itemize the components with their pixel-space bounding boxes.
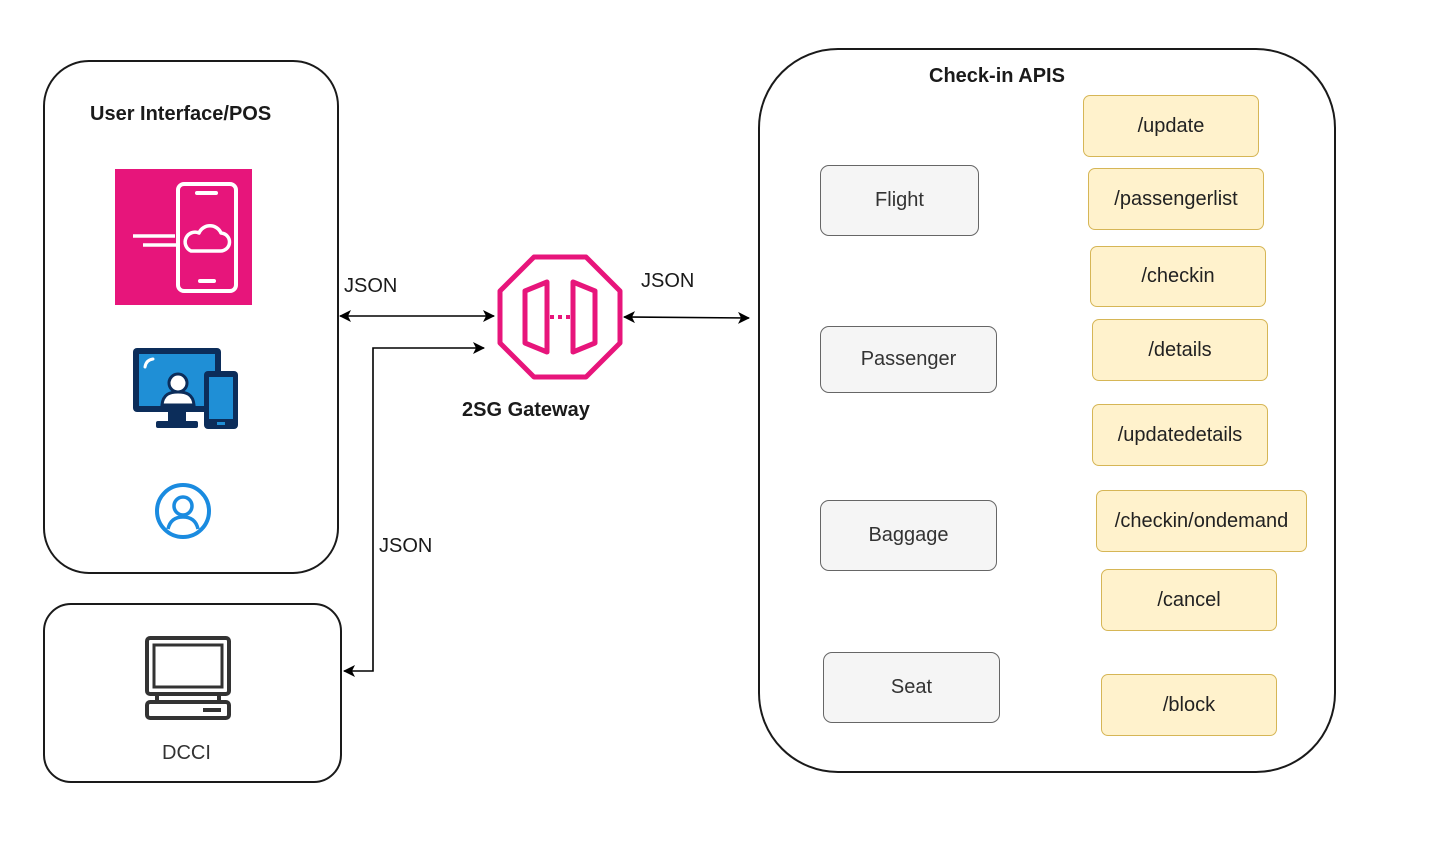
edge-gateway-apis — [623, 311, 750, 324]
checkin-apis-title: Check-in APIS — [929, 65, 1065, 87]
ui-pos-panel — [43, 60, 339, 574]
endpoint-cancel[interactable]: /cancel — [1101, 569, 1277, 631]
json-label-ui: JSON — [344, 275, 398, 297]
endpoint-checkin-ondemand[interactable]: /checkin/ondemand — [1096, 490, 1307, 552]
endpoint-passengerlist[interactable]: /passengerlist — [1088, 168, 1264, 230]
service-passenger[interactable]: Passenger — [820, 326, 997, 393]
json-label-apis: JSON — [641, 270, 695, 292]
desktop-devices-icon — [132, 347, 240, 432]
json-label-dcci: JSON — [379, 535, 433, 557]
endpoint-details[interactable]: /details — [1092, 319, 1268, 381]
endpoint-updatedetails[interactable]: /updatedetails — [1092, 404, 1268, 466]
gateway-label: 2SG Gateway — [462, 399, 590, 421]
service-seat[interactable]: Seat — [823, 652, 1000, 723]
computer-terminal-icon — [145, 636, 231, 720]
endpoint-checkin[interactable]: /checkin — [1090, 246, 1266, 307]
ui-pos-title: User Interface/POS — [90, 103, 272, 125]
service-baggage[interactable]: Baggage — [820, 500, 997, 571]
api-gateway-icon[interactable] — [497, 254, 623, 380]
mobile-cloud-icon — [115, 169, 252, 305]
edge-dcci-gateway — [343, 342, 485, 677]
user-circle-icon — [154, 482, 212, 540]
endpoint-update[interactable]: /update — [1083, 95, 1259, 157]
endpoint-block[interactable]: /block — [1101, 674, 1277, 736]
dcci-label: DCCI — [162, 742, 211, 764]
service-flight[interactable]: Flight — [820, 165, 979, 236]
